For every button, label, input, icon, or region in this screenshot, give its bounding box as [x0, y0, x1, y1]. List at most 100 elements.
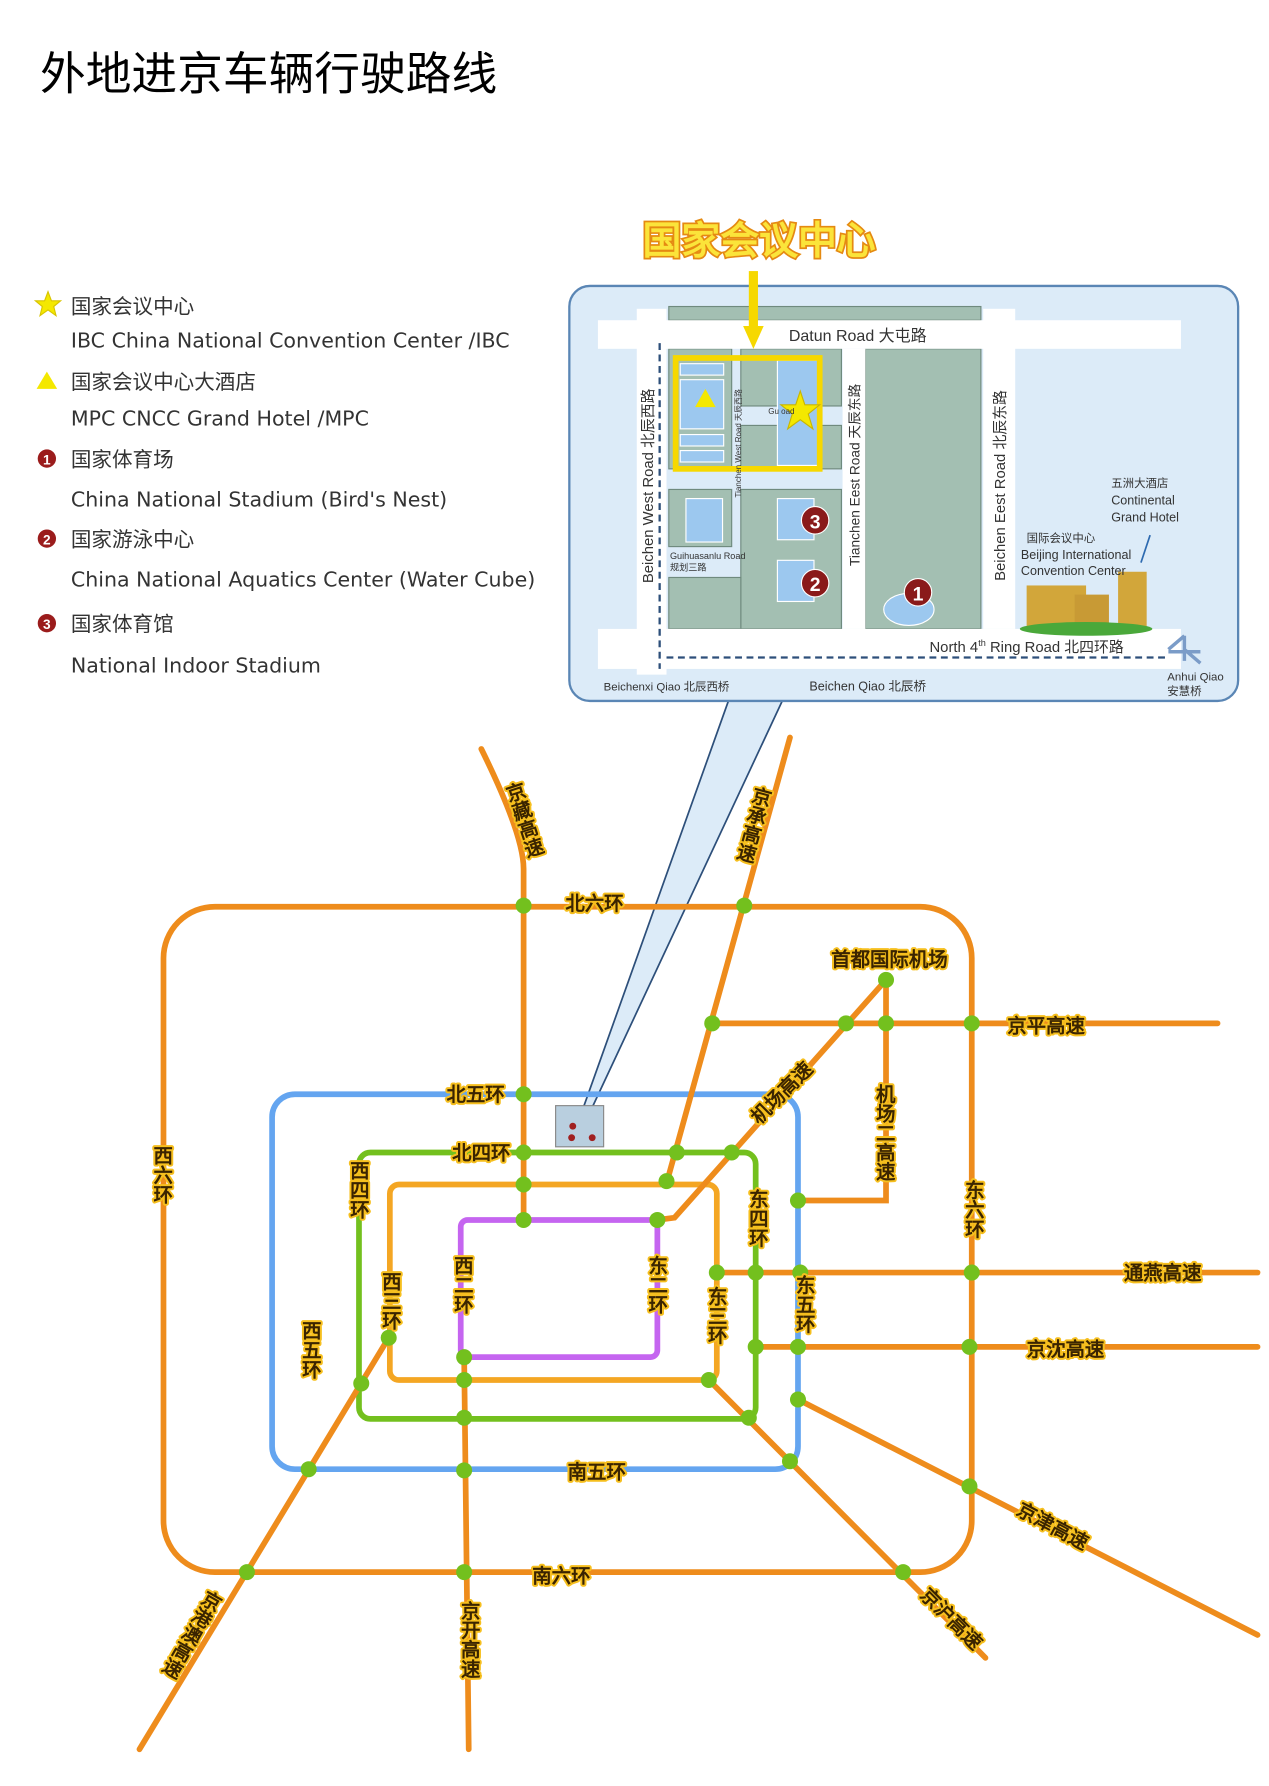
interchange-dot: [300, 1461, 317, 1478]
interchange-dot: [961, 1478, 978, 1495]
label-west5: 西五环: [298, 1321, 321, 1380]
star-icon: [779, 389, 822, 431]
label-airport2: 机场二高速: [872, 1084, 895, 1182]
interchange-dot: [740, 1409, 757, 1426]
interchange-dot: [515, 1086, 532, 1103]
interchange-dot: [515, 1176, 532, 1193]
interchange-dot: [704, 1015, 721, 1032]
triangle-icon: [36, 371, 58, 389]
continental-hotel-en2: Grand Hotel: [1111, 510, 1179, 524]
interchange-dot: [723, 1144, 740, 1161]
north-4th-ring-label: North 4th Ring Road 北四环路: [929, 638, 1123, 656]
guihua-small-label: Gu oad: [768, 407, 794, 416]
datun-road-label: Datun Road 大屯路: [789, 327, 927, 345]
bicc-zh: 国际会议中心: [1027, 532, 1096, 545]
hotel-buildings-icon: [1019, 571, 1153, 636]
label-west2: 西二环: [450, 1255, 473, 1314]
anhui-qiao-zh: 安慧桥: [1167, 684, 1202, 698]
ring-4: [356, 1149, 759, 1422]
marker-3-icon: 3: [800, 506, 830, 535]
interchange-dot: [963, 1015, 980, 1032]
marker-1-icon: 1: [903, 578, 933, 607]
label-east3: 东三环: [704, 1285, 727, 1345]
beichen-east-road-label: Beichen Eest Road 北辰东路: [992, 390, 1009, 581]
beichen-qiao-label: Beichen Qiao 北辰桥: [809, 680, 926, 694]
label-north5: 北五环: [446, 1083, 504, 1106]
anhui-qiao-label: Anhui Qiao: [1167, 671, 1224, 683]
label-east5: 东五环: [792, 1274, 815, 1334]
ibc-highlight-box: [672, 355, 823, 472]
ring-2: [457, 1217, 661, 1361]
interchange-dot: [789, 1391, 806, 1408]
interchange-dot: [456, 1462, 473, 1479]
legend: 国家会议中心 IBC China National Convention Cen…: [33, 290, 535, 677]
jinghu-expressway: [705, 1377, 989, 1661]
interchange-dot: [708, 1264, 725, 1281]
page-title: 外地进京车辆行驶路线: [40, 47, 497, 100]
interchange-dot: [747, 1264, 764, 1281]
jinggangao-expressway: [136, 1334, 392, 1753]
label-north6: 北六环: [565, 892, 623, 915]
label-jingjin: 京津高速: [1013, 1498, 1093, 1555]
interchange-dot: [456, 1564, 473, 1581]
guihuasanlu-road-label: Guihuasanlu Road: [670, 551, 746, 561]
bicc-en2: Convention Center: [1021, 564, 1126, 578]
interchange-dot: [961, 1338, 978, 1355]
interchange-dot: [789, 1338, 806, 1355]
marker-1-icon: 1: [37, 449, 57, 468]
interchange-dot: [238, 1564, 255, 1581]
legend-aquatics-en: China National Aquatics Center (Water Cu…: [71, 568, 535, 592]
legend-mpc-en: MPC CNCC Grand Hotel /MPC: [71, 406, 369, 430]
arrow-down-icon: [743, 271, 764, 349]
interchange-dot: [515, 1144, 532, 1161]
interchange-dot: [515, 1211, 532, 1228]
legend-ibc-zh: 国家会议中心: [71, 294, 194, 318]
interchange-icon: [1167, 634, 1202, 665]
ring-6: [160, 903, 975, 1575]
jingjin-expressway: [795, 1396, 1261, 1638]
label-east6: 东六环: [961, 1179, 984, 1239]
interchange-dot: [837, 1015, 855, 1032]
ring-3: [386, 1181, 720, 1383]
label-west4: 西四环: [346, 1161, 369, 1220]
beichen-west-road-label: Beichen West Road 北辰西路: [640, 388, 657, 583]
svg-text:1: 1: [913, 583, 924, 605]
label-jingshen: 京沈高速: [1027, 1338, 1105, 1361]
interchange-dot: [781, 1453, 798, 1470]
interchange-dot: [789, 1192, 806, 1209]
inset-map: 3 2 1 Datun Road 大屯路 Beichen West Road 北…: [568, 284, 1240, 703]
interchange-dot: [456, 1409, 473, 1426]
ring-5: [269, 1091, 801, 1473]
interchange-dot: [353, 1375, 370, 1392]
interchange-dot: [878, 971, 895, 988]
marker-3-icon: 3: [37, 614, 57, 633]
interchange-dot: [456, 1349, 473, 1366]
airport-2nd-expressway: [795, 977, 889, 1204]
label-east2: 东二环: [645, 1255, 668, 1315]
continental-hotel-en1: Continental: [1111, 493, 1175, 507]
interchange-dot: [792, 1264, 809, 1281]
inset-thumbnail[interactable]: [555, 1105, 605, 1148]
bicc-en1: Beijing International: [1021, 548, 1131, 562]
label-jingzang: 京藏高速: [500, 779, 546, 862]
interchange-dot: [736, 897, 753, 914]
interchange-dot: [380, 1329, 397, 1346]
interchange-dot: [747, 1338, 764, 1355]
continental-hotel-zh: 五洲大酒店: [1111, 476, 1168, 490]
guihuasanlu-road-zh: 规划三路: [670, 562, 706, 573]
label-jinghu: 京沪高速: [916, 1583, 988, 1655]
legend-stadium-en: China National Stadium (Bird's Nest): [71, 488, 447, 512]
interchange-dot: [658, 1173, 675, 1190]
inset-heading: 国家会议中心: [643, 219, 876, 264]
svg-text:2: 2: [810, 574, 821, 596]
legend-ibc-en: IBC China National Convention Center /IB…: [71, 329, 510, 353]
marker-2-icon: 2: [37, 529, 57, 548]
interchange-dot: [700, 1372, 717, 1389]
label-west3: 西三环: [378, 1271, 401, 1330]
interchange-dot: [895, 1564, 912, 1581]
legend-indoor-zh: 国家体育馆: [71, 612, 174, 636]
legend-aquatics-zh: 国家游泳中心: [71, 528, 194, 552]
svg-text:2: 2: [43, 532, 51, 547]
star-icon: [33, 290, 63, 318]
